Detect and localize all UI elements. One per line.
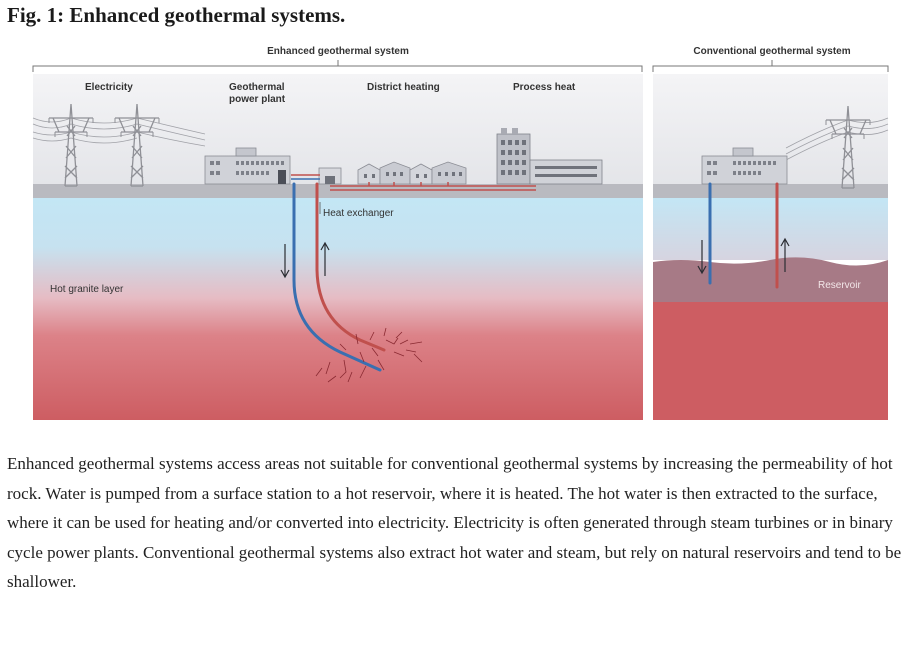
conventional-wells (708, 182, 779, 289)
power-plant-icon (204, 147, 291, 185)
enhanced-system-bracket (32, 60, 643, 72)
figure-title: Fig. 1: Enhanced geothermal systems. (7, 3, 346, 27)
heat-exchanger-label: Heat exchanger (323, 208, 394, 219)
conventional-flow-arrows (697, 237, 790, 275)
hot-granite-label: Hot granite layer (50, 284, 124, 295)
enhanced-system-title: Enhanced geothermal system (267, 46, 409, 57)
injection-well (292, 182, 382, 372)
enhanced-panel: Electricity Geothermal power plant Distr… (32, 74, 643, 420)
surface-pipes (291, 174, 536, 191)
reservoir-label: Reservoir (818, 280, 861, 291)
conventional-power-plant-icon (701, 147, 788, 185)
process-heat-label: Process heat (513, 82, 576, 93)
figure-caption: Enhanced geothermal systems access areas… (7, 454, 902, 591)
conventional-system-bracket (652, 60, 889, 72)
geothermal-diagram: Electricity Geothermal power plant Distr… (32, 46, 889, 420)
power-lines (32, 117, 206, 147)
conventional-panel: Reservoir (653, 74, 889, 420)
district-heating-houses-icon (357, 161, 467, 185)
district-heating-label: District heating (367, 82, 440, 93)
flow-arrows (280, 241, 330, 279)
power-plant-label-line1: Geothermal (229, 82, 285, 93)
conventional-system-title: Conventional geothermal system (693, 46, 850, 57)
factory-icon (496, 128, 603, 185)
electricity-label: Electricity (85, 82, 133, 93)
fracture-network (315, 327, 423, 383)
heat-exchanger-icon (318, 167, 342, 185)
power-plant-label-line2: power plant (229, 94, 286, 105)
